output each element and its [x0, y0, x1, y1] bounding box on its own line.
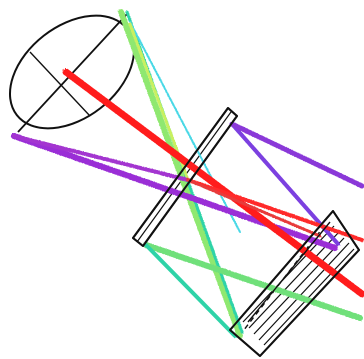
ray-cyan: [129, 21, 241, 233]
ray-purple-upper: [229, 121, 364, 189]
ray-red-main: [62, 68, 364, 298]
detector-block-stripes: [242, 225, 355, 346]
ray-purple-to-mirror: [12, 134, 190, 182]
light-rays: [11, 9, 364, 339]
optics-outline-overlay: [132, 107, 360, 357]
middle-plate-front-edge: [132, 107, 238, 247]
primary-mirror-axis: [29, 51, 91, 117]
ray-red-secondary: [186, 178, 364, 242]
ray-green-lower: [143, 242, 363, 321]
ray-red-tertiary: [186, 178, 322, 238]
ray-teal-lower: [144, 243, 237, 338]
detector-block-front-edge: [229, 210, 360, 357]
detector-inner-edge: [247, 221, 331, 323]
